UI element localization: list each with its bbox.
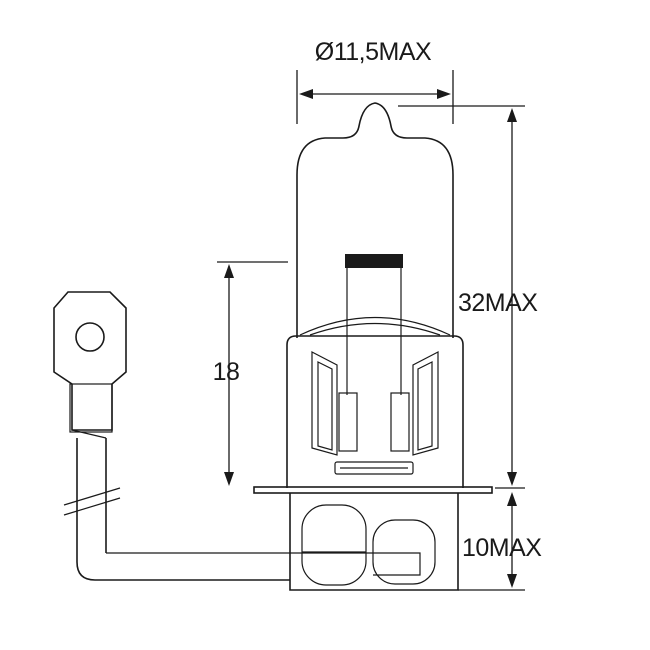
- connector-housing: [106, 493, 459, 591]
- light-center-label: 18: [213, 358, 240, 386]
- overall-height-label: 32MAX: [458, 289, 538, 317]
- lead-wire: [63, 438, 290, 581]
- flange-plate: [253, 486, 493, 494]
- filament: [345, 254, 403, 395]
- glass-envelope: [296, 102, 454, 338]
- ring-terminal: [53, 291, 127, 439]
- dimension-diameter: Ø11,5MAX: [296, 38, 454, 124]
- dimension-base-height: 10MAX: [458, 492, 543, 591]
- dimension-light-center: 18: [213, 261, 288, 486]
- diameter-label: Ø11,5MAX: [315, 38, 432, 66]
- lamp-base: [286, 335, 464, 488]
- dimension-overall-height: 32MAX: [398, 105, 539, 489]
- base-height-label: 10MAX: [462, 534, 542, 562]
